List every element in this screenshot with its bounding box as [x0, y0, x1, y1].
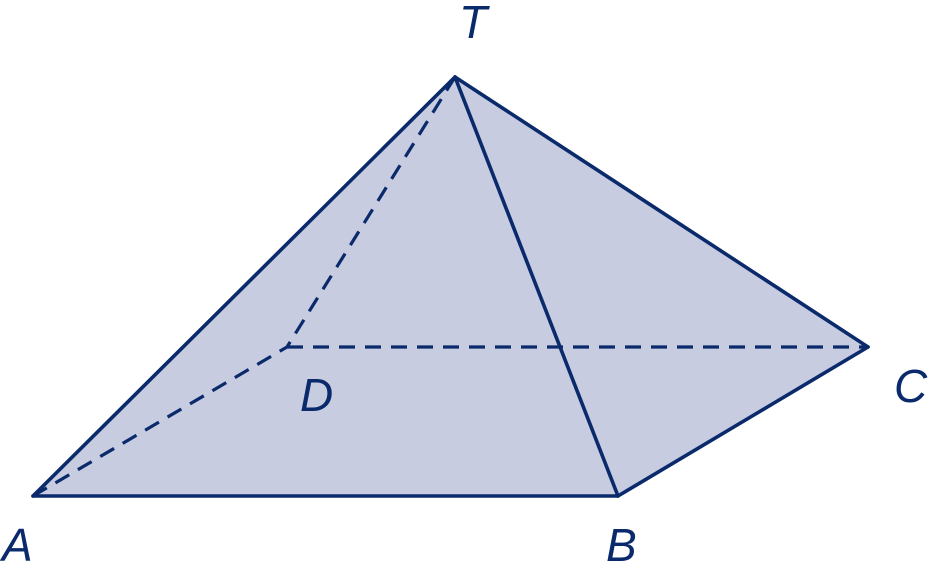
visible-edges	[31, 75, 870, 498]
edge-ta	[31, 75, 457, 498]
vertex-label-d: D	[300, 369, 333, 421]
vertex-label-b: B	[606, 519, 637, 567]
edge-ad	[32, 345, 288, 498]
edge-tb	[453, 75, 620, 498]
hidden-edges	[32, 76, 868, 498]
edge-tc	[453, 75, 870, 349]
vertex-label-c: C	[894, 360, 928, 412]
vertex-label-a: A	[0, 519, 33, 567]
edge-td	[285, 76, 457, 348]
edge-bc	[616, 345, 870, 498]
vertex-label-t: T	[459, 0, 490, 48]
pyramid-shaded-region	[33, 77, 868, 496]
